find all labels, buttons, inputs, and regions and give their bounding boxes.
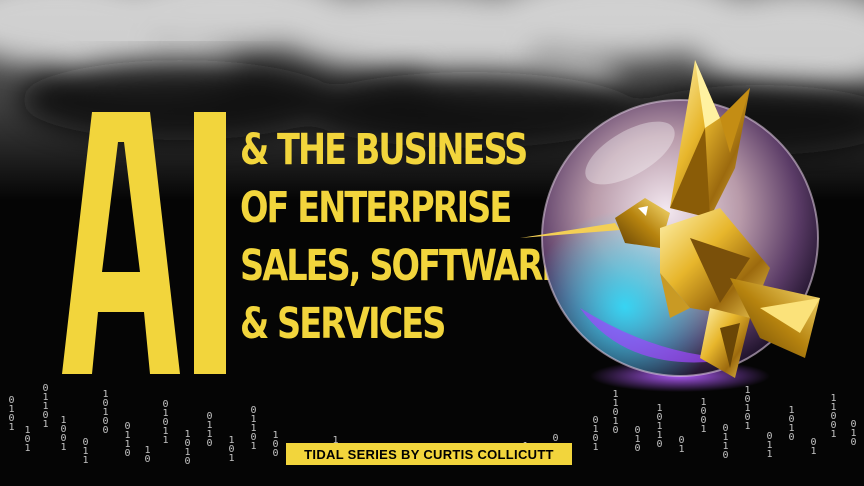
letter-a-glyph bbox=[62, 112, 180, 374]
headline-line-3: SALES, SOFTWARE bbox=[240, 241, 564, 291]
series-credit-tag: TIDAL SERIES BY CURTIS COLLICUTT bbox=[286, 443, 572, 465]
headline-line-4: & SERVICES bbox=[240, 299, 446, 349]
ai-title: AI bbox=[62, 112, 226, 374]
letter-i-glyph bbox=[194, 112, 226, 374]
binary-code-background: 0101 101 01101 1001 011 10100 0110 10 01… bbox=[6, 383, 859, 465]
headline: & THE BUSINESS OF ENTERPRISE SALES, SOFT… bbox=[240, 121, 564, 353]
headline-line-2: OF ENTERPRISE bbox=[240, 183, 512, 233]
hummingbird-orb-icon bbox=[520, 60, 820, 392]
headline-line-1: & THE BUSINESS bbox=[240, 125, 528, 175]
cloud-background bbox=[0, 0, 864, 200]
